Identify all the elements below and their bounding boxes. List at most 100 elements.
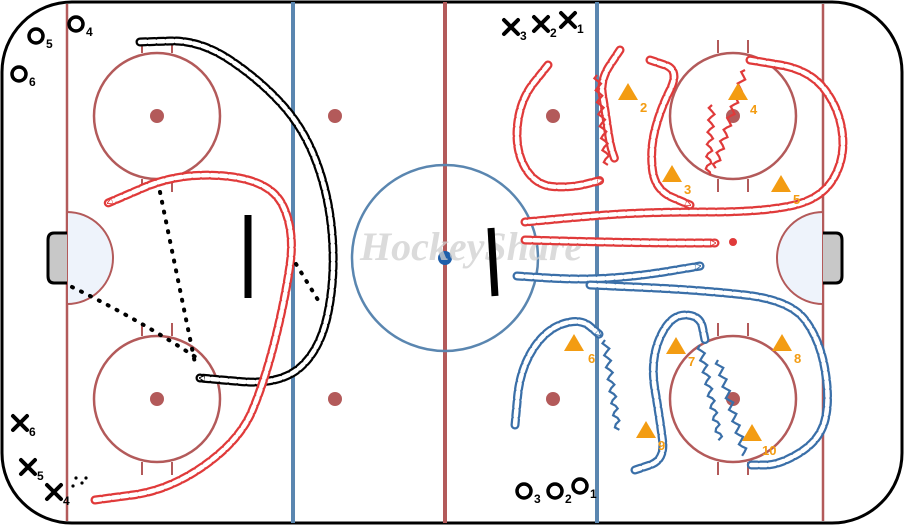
red-path-left	[90, 170, 296, 505]
cone-7: 7	[666, 337, 695, 369]
player-x-top-3: 3	[502, 18, 527, 43]
blue-wavy-3	[714, 359, 748, 457]
cone-label: 4	[750, 102, 758, 117]
cone-2: 2	[618, 83, 647, 115]
cone-10: 10	[742, 424, 776, 458]
faceoff-circle-right-bottom	[668, 323, 798, 475]
player-o-bottom-1: 1	[571, 477, 597, 501]
pass-line-1	[158, 190, 198, 370]
goal-crease-left	[66, 210, 114, 306]
neutral-dot-2	[328, 392, 342, 406]
red-wavy-1	[592, 74, 611, 166]
blue-wavy-2	[696, 344, 724, 442]
blue-path-2	[510, 317, 605, 430]
player-label: 4	[86, 25, 93, 39]
barrier-center	[487, 227, 499, 297]
goal-net-right	[823, 231, 844, 285]
cone-icon	[666, 337, 686, 354]
cone-6: 6	[564, 334, 595, 366]
cone-label: 10	[762, 443, 776, 458]
goal-crease-right	[776, 210, 824, 306]
blue-path-3	[585, 280, 832, 470]
player-x-top-1: 1	[559, 11, 584, 36]
player-o-icon	[67, 15, 85, 33]
cone-label: 9	[658, 438, 665, 453]
red-skate-paths	[90, 45, 848, 505]
pass-line-3	[294, 262, 320, 302]
player-label: 3	[534, 492, 541, 506]
puck	[729, 238, 737, 246]
cone-8: 8	[772, 334, 801, 366]
player-label: 2	[550, 26, 557, 40]
player-x-left-4: 4	[45, 483, 70, 508]
cone-icon	[618, 83, 638, 100]
red-path-5	[520, 235, 720, 248]
red-wavy-3	[704, 104, 717, 176]
player-x-icon	[532, 15, 550, 33]
cone-icon	[771, 175, 791, 192]
cone-icon	[662, 165, 682, 182]
player-o-left-5: 5	[27, 27, 53, 51]
player-label: 6	[29, 75, 36, 89]
black-skate-path	[135, 36, 338, 387]
center-faceoff-dot	[438, 251, 452, 265]
faceoff-circle-left-bottom	[92, 323, 222, 475]
player-o-icon	[10, 65, 28, 83]
cone-5: 5	[771, 175, 800, 207]
player-o-left-6: 6	[10, 65, 36, 89]
players: 5 4 6 6 5 4 3 2 1 3 2 1	[10, 11, 597, 508]
player-x-left-5: 5	[19, 458, 44, 483]
cone-icon	[636, 421, 656, 438]
player-label: 2	[565, 492, 572, 506]
player-x-icon	[502, 18, 520, 36]
player-x-icon	[11, 414, 29, 432]
blue-path-4	[630, 310, 710, 475]
cone-label: 5	[793, 192, 800, 207]
cone-label: 3	[684, 182, 691, 197]
player-label: 3	[520, 29, 527, 43]
puck-pile	[71, 476, 88, 488]
neutral-dot-3	[546, 109, 560, 123]
cones: 2 4 3 5 6 7 8 9 10	[564, 83, 801, 458]
neutral-dot-1	[328, 109, 342, 123]
player-x-icon	[19, 458, 37, 476]
player-o-icon	[27, 27, 45, 45]
red-path-4	[520, 55, 848, 227]
faceoff-circle-right-top	[668, 40, 798, 192]
player-o-icon	[515, 482, 533, 500]
center-circle	[350, 163, 540, 353]
neutral-dot-4	[546, 392, 560, 406]
cone-label: 2	[640, 100, 647, 115]
player-x-icon	[559, 11, 577, 29]
player-x-icon	[45, 483, 63, 501]
blue-wavy-1	[600, 339, 621, 431]
player-o-icon	[571, 477, 589, 495]
cone-icon	[564, 334, 584, 351]
cone-label: 7	[688, 354, 695, 369]
player-o-icon	[546, 482, 564, 500]
player-x-left-6: 6	[11, 414, 36, 439]
player-o-left-4: 4	[67, 15, 93, 39]
player-label: 1	[590, 487, 597, 501]
black-path-main	[135, 36, 338, 387]
cone-icon	[728, 83, 748, 100]
player-x-top-2: 2	[532, 15, 557, 40]
player-label: 4	[63, 494, 70, 508]
cone-icon	[772, 334, 792, 351]
red-path-3	[645, 55, 695, 210]
player-label: 6	[29, 425, 36, 439]
goal-net-left	[46, 231, 67, 285]
red-path-1	[512, 60, 607, 192]
player-label: 5	[37, 469, 44, 483]
cone-label: 8	[794, 351, 801, 366]
cone-3: 3	[662, 165, 691, 197]
watermark: HockeyShare	[359, 224, 582, 269]
blue-skate-paths	[510, 261, 832, 475]
player-label: 5	[46, 37, 53, 51]
player-label: 1	[577, 22, 584, 36]
player-o-bottom-3: 3	[515, 482, 541, 506]
cone-icon	[742, 424, 762, 441]
